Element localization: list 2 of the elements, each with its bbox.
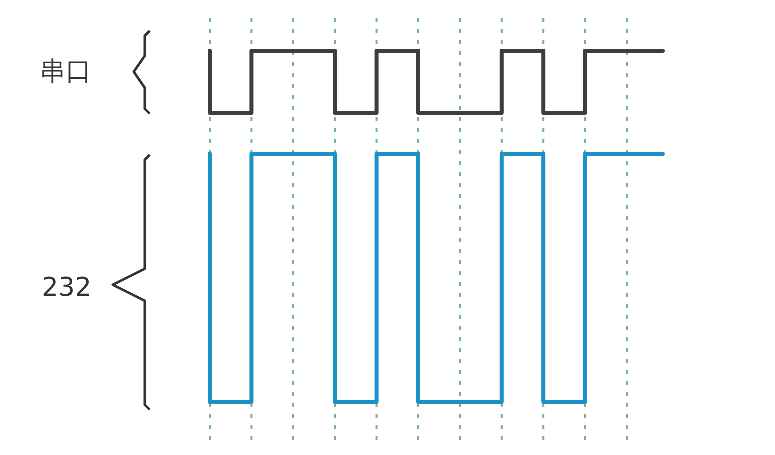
signal-label: 232	[42, 273, 92, 303]
signal-label: 串口	[40, 57, 92, 87]
